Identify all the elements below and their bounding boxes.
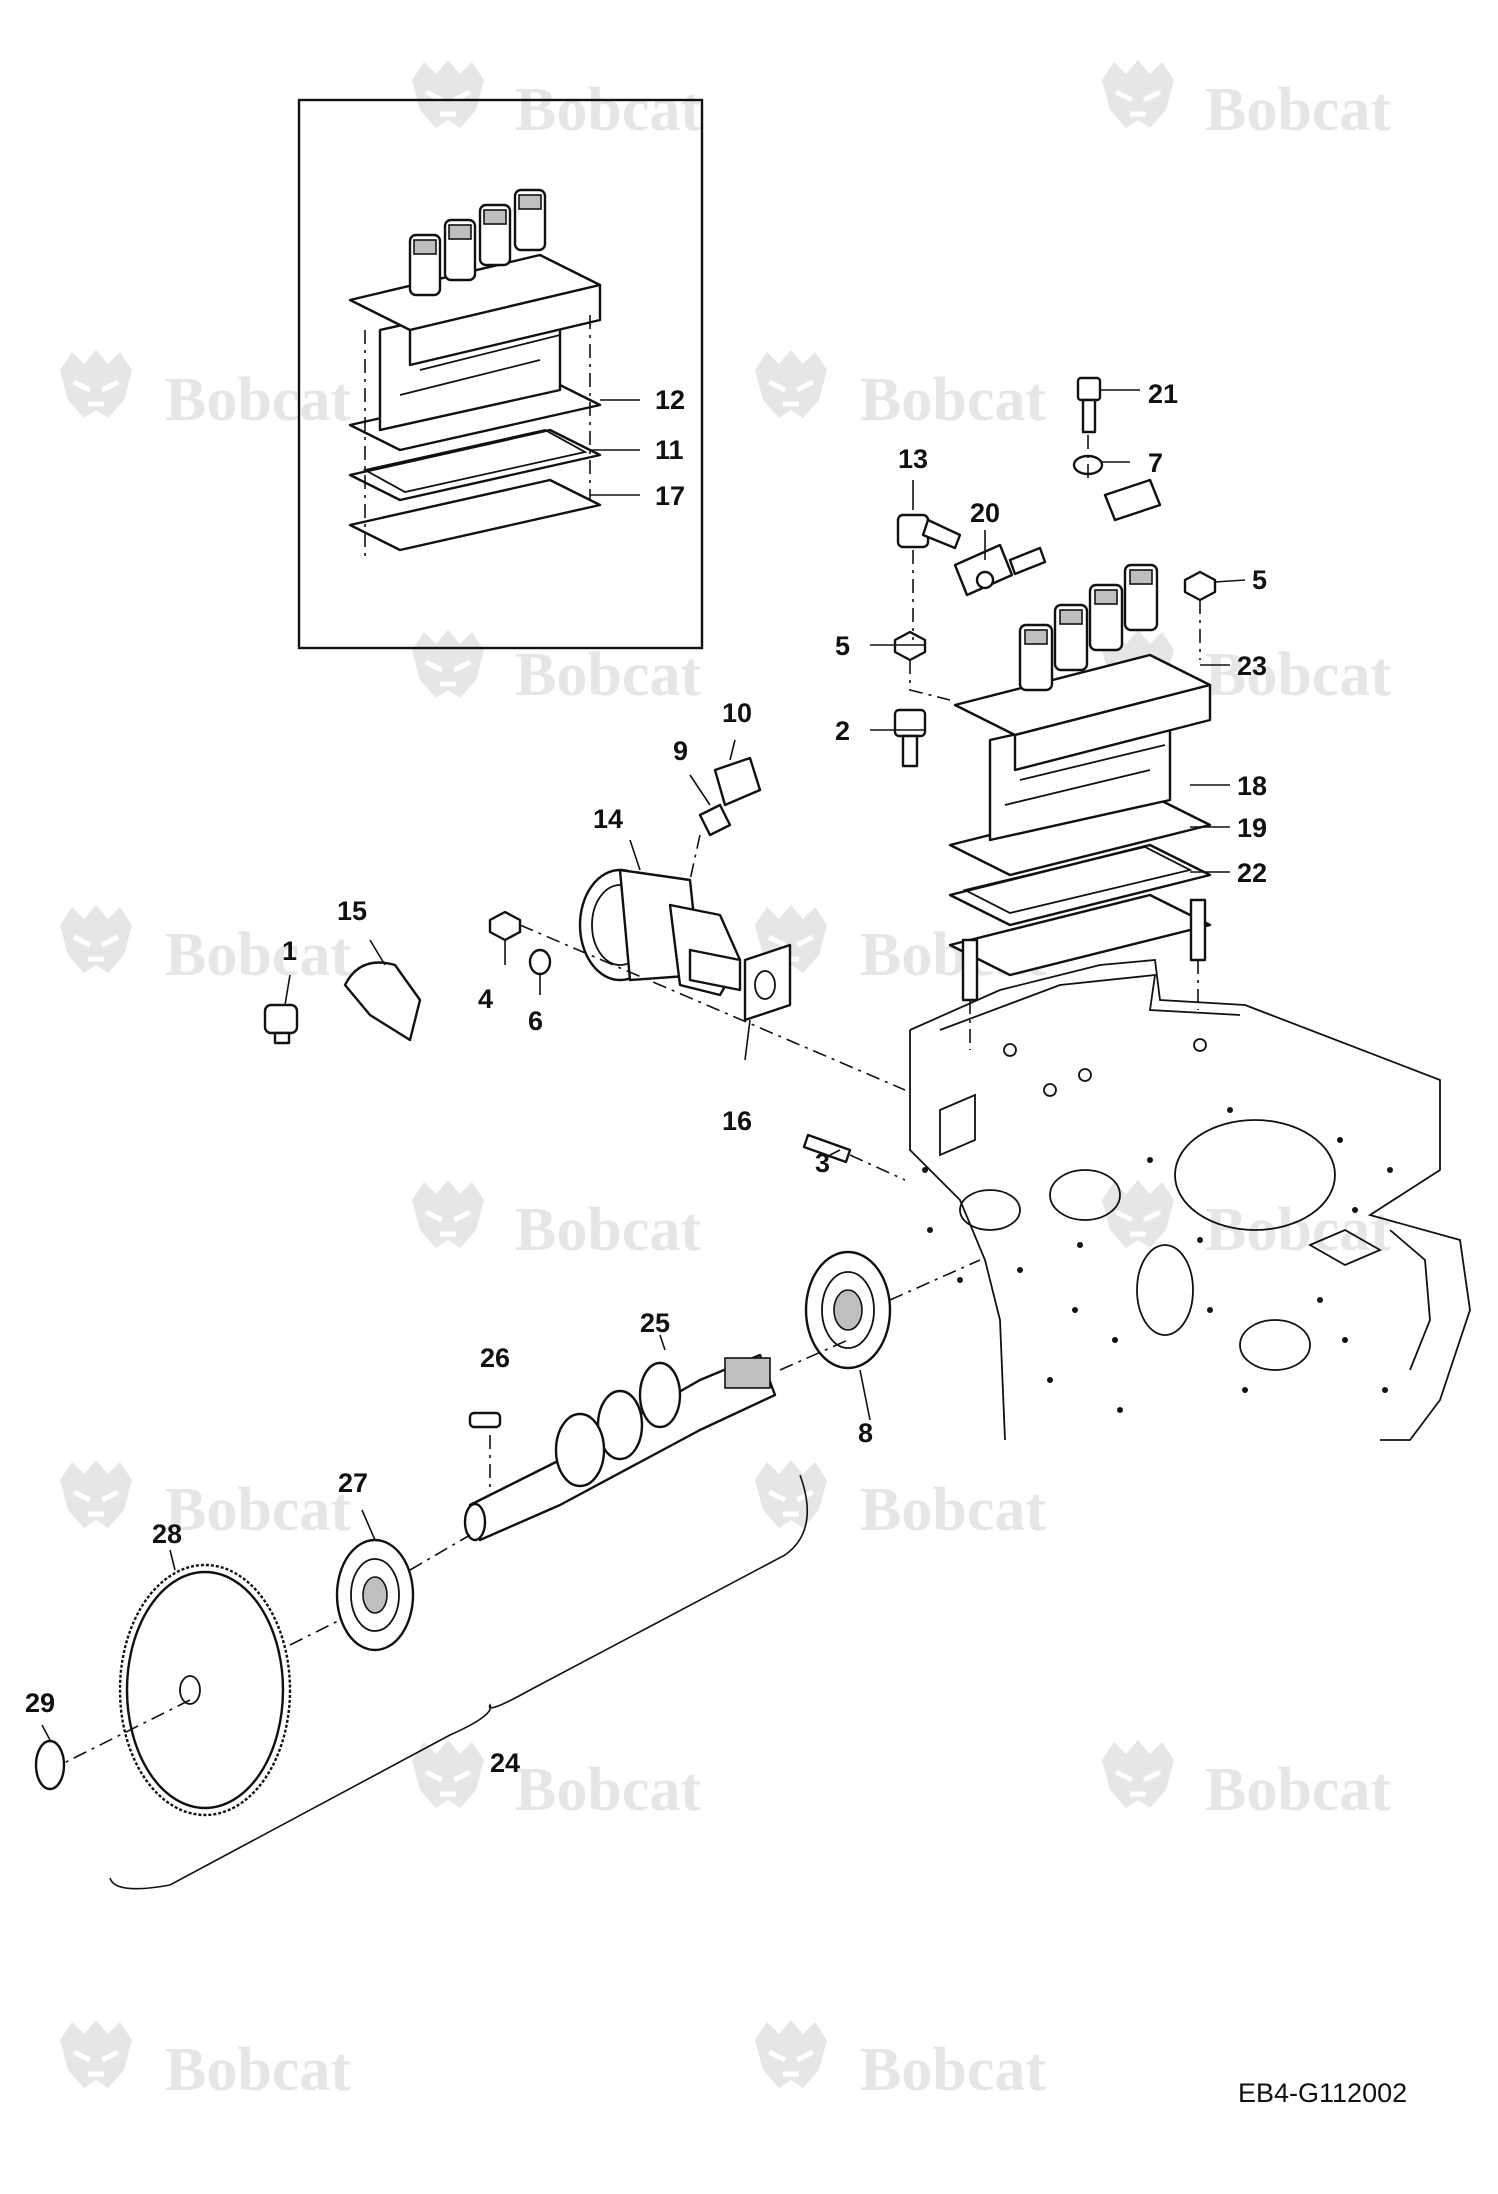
callout-3: 3 [815, 1148, 830, 1178]
watermark-text: Bobcat [165, 2036, 351, 2104]
callout-1: 1 [282, 936, 297, 966]
watermark-layer: Bobcat Bobcat Bobcat Bobcat Bobcat Bobca… [60, 60, 1391, 2104]
bobcat-logo-icon [412, 60, 484, 128]
callout-11: 11 [655, 435, 684, 465]
callout-20: 20 [970, 498, 1000, 528]
callout-12: 12 [655, 385, 685, 415]
watermark-text: Bobcat [515, 641, 701, 709]
watermark-text: Bobcat [1205, 641, 1391, 709]
callout-labels: 12 11 17 21 7 13 20 5 5 23 2 18 19 22 10… [25, 379, 1267, 1778]
watermark-text: Bobcat [1205, 76, 1391, 144]
watermark-text: Bobcat [165, 921, 351, 989]
bobcat-logo-icon [60, 350, 132, 418]
watermark-text: Bobcat [165, 366, 351, 434]
callout-9: 9 [673, 736, 688, 766]
injection-pump-assembly [948, 563, 1212, 1050]
engine-block [909, 959, 1471, 1441]
callout-27: 27 [338, 1468, 368, 1498]
bobcat-logo-icon [755, 350, 827, 418]
circlip-29 [34, 1739, 66, 1791]
watermark-text: Bobcat [860, 1476, 1046, 1544]
bobcat-logo-icon [1102, 1180, 1174, 1248]
callout-13: 13 [898, 444, 928, 474]
callout-24: 24 [490, 1748, 520, 1778]
callout-22: 22 [1237, 858, 1267, 888]
callout-8: 8 [858, 1418, 873, 1448]
callout-16: 16 [722, 1106, 752, 1136]
inset-injection-pump [348, 188, 602, 560]
watermark-text: Bobcat [1205, 1196, 1391, 1264]
callout-28: 28 [152, 1519, 182, 1549]
camshaft-25 [463, 1339, 849, 1542]
leader-lines [41, 389, 1246, 1741]
bobcat-logo-icon [755, 2020, 827, 2088]
callout-4: 4 [478, 984, 493, 1014]
callout-21: 21 [1148, 379, 1178, 409]
assembly-brace-24 [109, 1474, 808, 1890]
inset-frame [297, 98, 704, 650]
callout-29: 29 [25, 1688, 55, 1718]
watermark-text: Bobcat [165, 1476, 351, 1544]
bobcat-logo-icon [412, 630, 484, 698]
watermark-text: Bobcat [515, 1196, 701, 1264]
callout-19: 19 [1237, 813, 1267, 843]
watermark-text: Bobcat [1205, 1756, 1391, 1824]
bearing-27 [335, 1534, 471, 1652]
callout-15: 15 [337, 896, 367, 926]
callout-18: 18 [1237, 771, 1267, 801]
watermark-text: Bobcat [860, 366, 1046, 434]
bobcat-logo-icon [60, 2020, 132, 2088]
watermark-text: Bobcat [860, 2036, 1046, 2104]
bobcat-logo-icon [412, 1180, 484, 1248]
small-parts-top [893, 376, 1217, 768]
callout-23: 23 [1237, 651, 1267, 681]
watermark-text: Bobcat [515, 1756, 701, 1824]
callout-14: 14 [593, 804, 623, 834]
bobcat-logo-icon [755, 1460, 827, 1528]
callout-7: 7 [1148, 448, 1163, 478]
callout-25: 25 [640, 1308, 670, 1338]
callout-26: 26 [480, 1343, 510, 1373]
pump-drive-housing [488, 756, 906, 1181]
callout-5-right: 5 [1252, 565, 1267, 595]
bobcat-logo-icon [60, 1460, 132, 1528]
callout-5-left: 5 [835, 631, 850, 661]
bobcat-logo-icon [1102, 60, 1174, 128]
bobcat-logo-icon [1102, 1740, 1174, 1808]
bearing-8 [804, 1250, 981, 1370]
callout-6: 6 [528, 1006, 543, 1036]
callout-17: 17 [655, 481, 685, 511]
callout-2: 2 [835, 716, 850, 746]
gear-28 [49, 1563, 341, 1817]
diagram-code: EB4-G112002 [1238, 2078, 1407, 2108]
bobcat-logo-icon [60, 905, 132, 973]
cover-plate-and-bolt [263, 961, 422, 1045]
callout-10: 10 [722, 698, 752, 728]
watermark-text: Bobcat [515, 76, 701, 144]
